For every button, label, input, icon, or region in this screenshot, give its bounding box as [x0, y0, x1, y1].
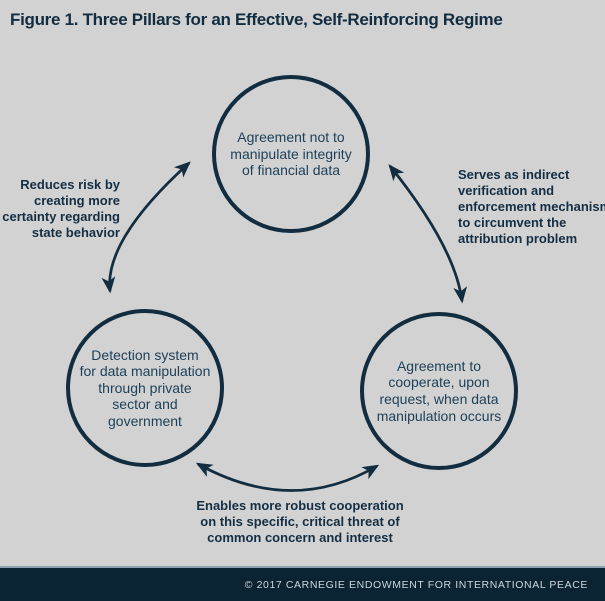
node-agreement-not-manipulate-label: Agreement not to manipulate integrity of…	[230, 129, 352, 179]
edge-label-reduces-risk: Reduces risk by creating more certainty …	[2, 177, 120, 241]
node-agreement-not-manipulate: Agreement not to manipulate integrity of…	[212, 75, 370, 233]
copyright-text: © 2017 CARNEGIE ENDOWMENT FOR INTERNATIO…	[244, 578, 588, 591]
arrow-bottomleft-bottomright	[195, 462, 380, 492]
figure-title: Figure 1. Three Pillars for an Effective…	[10, 10, 503, 29]
node-detection-system-label: Detection system for data manipulation t…	[79, 346, 211, 429]
edge-label-robust-cooperation: Enables more robust cooperation on this …	[196, 498, 404, 546]
node-detection-system: Detection system for data manipulation t…	[66, 309, 224, 467]
edge-label-indirect-verification: Serves as indirect verification and enfo…	[458, 167, 605, 247]
node-agreement-cooperate-label: Agreement to cooperate, upon request, wh…	[376, 357, 502, 424]
node-agreement-cooperate: Agreement to cooperate, upon request, wh…	[360, 312, 518, 470]
arrow-top-bottomright	[388, 164, 468, 304]
footer-bar: © 2017 CARNEGIE ENDOWMENT FOR INTERNATIO…	[0, 566, 605, 601]
arrow-bottomleft-top	[101, 161, 191, 294]
